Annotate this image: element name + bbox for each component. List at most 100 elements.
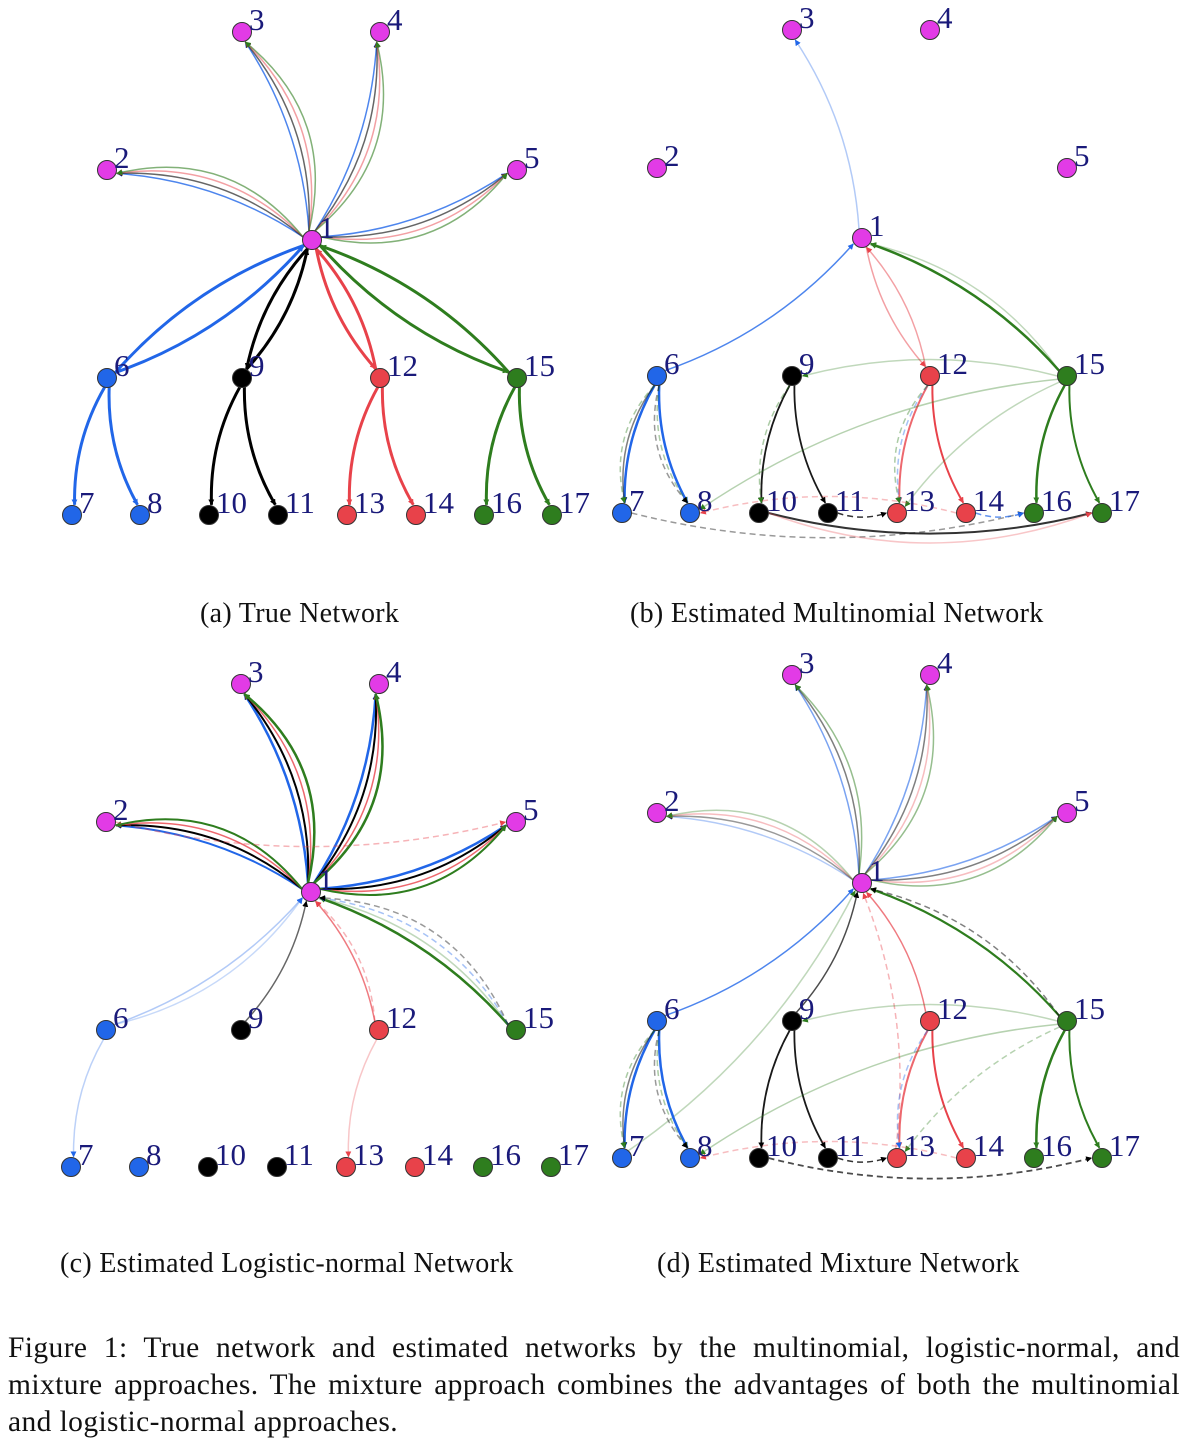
edge-6-to-7	[621, 384, 656, 504]
node-5	[1057, 158, 1077, 178]
edge-6-to-7	[71, 386, 106, 506]
edge-1-to-4	[864, 684, 931, 875]
edge-12-to-14	[931, 385, 965, 504]
edge-15-to-9	[801, 358, 1058, 378]
edge-1-to-4	[314, 41, 381, 232]
node-label-9: 9	[249, 348, 265, 383]
edge-1-to-5	[319, 824, 507, 891]
node-label-3: 3	[248, 654, 264, 689]
node-7	[612, 503, 632, 523]
node-11	[818, 503, 838, 523]
node-label-1: 1	[869, 853, 885, 888]
edge-6-to-8	[653, 385, 689, 504]
edge-1-to-5	[319, 824, 507, 896]
edge-12-to-1	[866, 246, 927, 368]
node-label-16: 16	[491, 485, 522, 520]
node-17	[542, 505, 562, 525]
node-9	[231, 1020, 251, 1040]
edge-1-to-2	[115, 821, 303, 890]
edge-9-to-1	[245, 248, 310, 371]
node-label-1: 1	[319, 210, 335, 245]
edge-6-to-8	[107, 387, 139, 506]
node-9	[782, 1011, 802, 1031]
node-10	[199, 505, 219, 525]
node-label-12: 12	[386, 1000, 417, 1035]
node-label-12: 12	[387, 348, 418, 383]
node-label-2: 2	[114, 140, 130, 175]
edge-6-to-7	[70, 1038, 105, 1158]
edge-1-to-5	[870, 815, 1058, 881]
edge-1-to-2	[666, 813, 854, 881]
node-17	[541, 1157, 561, 1177]
edge-15-to-17	[1068, 385, 1101, 504]
edge-7-to-16	[631, 511, 1025, 539]
edge-15-to-17	[517, 387, 551, 506]
node-14	[405, 1157, 425, 1177]
edge-9-to-11	[793, 1030, 827, 1149]
edge-12-to-13	[346, 386, 380, 506]
node-label-17: 17	[1109, 483, 1140, 518]
node-12	[370, 368, 390, 388]
node-14	[956, 1148, 976, 1168]
edge-15-to-13	[904, 1026, 1060, 1152]
node-label-14: 14	[422, 1137, 454, 1172]
node-13	[887, 503, 907, 523]
edge-15-to-1	[319, 895, 509, 1026]
edge-10-to-17	[768, 1156, 1093, 1180]
edge-1-to-3	[794, 39, 860, 230]
edge-6-to-8	[653, 1030, 689, 1149]
node-label-17: 17	[1109, 1128, 1140, 1163]
edge-14-to-8	[699, 1140, 957, 1160]
edge-12-to-13	[345, 1038, 378, 1158]
edge-1-to-12	[865, 246, 926, 368]
node-1	[852, 873, 872, 893]
node-label-7: 7	[79, 485, 95, 520]
edge-6-to-7	[620, 1029, 656, 1149]
node-label-8: 8	[697, 483, 713, 518]
node-label-10: 10	[215, 1137, 246, 1172]
edge-1-to-4	[864, 684, 930, 875]
edge-6-to-8	[657, 385, 689, 504]
edge-1-to-12	[314, 248, 377, 370]
edge-12-to-13	[895, 384, 929, 504]
edge-6-to-1	[664, 243, 854, 372]
node-label-3: 3	[799, 0, 815, 35]
node-label-5: 5	[523, 792, 539, 827]
node-15	[507, 368, 527, 388]
node-15	[506, 1020, 526, 1040]
node-8	[130, 505, 150, 525]
edge-6-to-1	[664, 888, 854, 1017]
node-label-1: 1	[869, 208, 885, 243]
edge-1-to-5	[870, 815, 1058, 881]
node-11	[267, 1157, 287, 1177]
edge-1-to-9	[244, 247, 309, 370]
edge-6-to-7	[619, 1029, 656, 1149]
edge-6-to-8	[656, 385, 689, 504]
edges	[70, 693, 510, 1158]
node-label-11: 11	[835, 483, 865, 518]
edge-6-to-7	[621, 1029, 656, 1149]
node-4	[920, 20, 940, 40]
edge-1-to-5	[870, 815, 1058, 887]
node-label-15: 15	[524, 348, 555, 383]
edge-1-to-3	[794, 684, 860, 875]
node-label-2: 2	[664, 138, 680, 173]
edge-9-to-10	[208, 386, 242, 506]
node-15	[1057, 1011, 1077, 1031]
node-label-6: 6	[664, 991, 680, 1026]
node-8	[680, 1148, 700, 1168]
edge-1-to-4	[314, 41, 380, 232]
edge-1-to-2	[115, 822, 303, 890]
edge-12-to-1	[315, 900, 376, 1022]
node-1	[301, 882, 321, 902]
node-label-15: 15	[1074, 346, 1105, 381]
node-label-13: 13	[904, 483, 935, 518]
node-label-15: 15	[523, 1000, 554, 1035]
edge-1-to-4	[312, 693, 379, 884]
